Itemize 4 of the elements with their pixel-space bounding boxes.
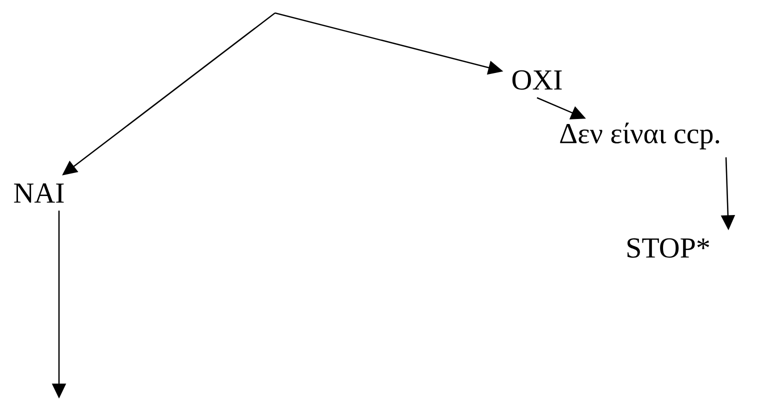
node-label: OXI (512, 70, 562, 90)
node-label: NAI (14, 183, 64, 203)
node-label: STOP* (628, 238, 710, 258)
node-label: Δεν είναι ccp. (560, 122, 720, 150)
